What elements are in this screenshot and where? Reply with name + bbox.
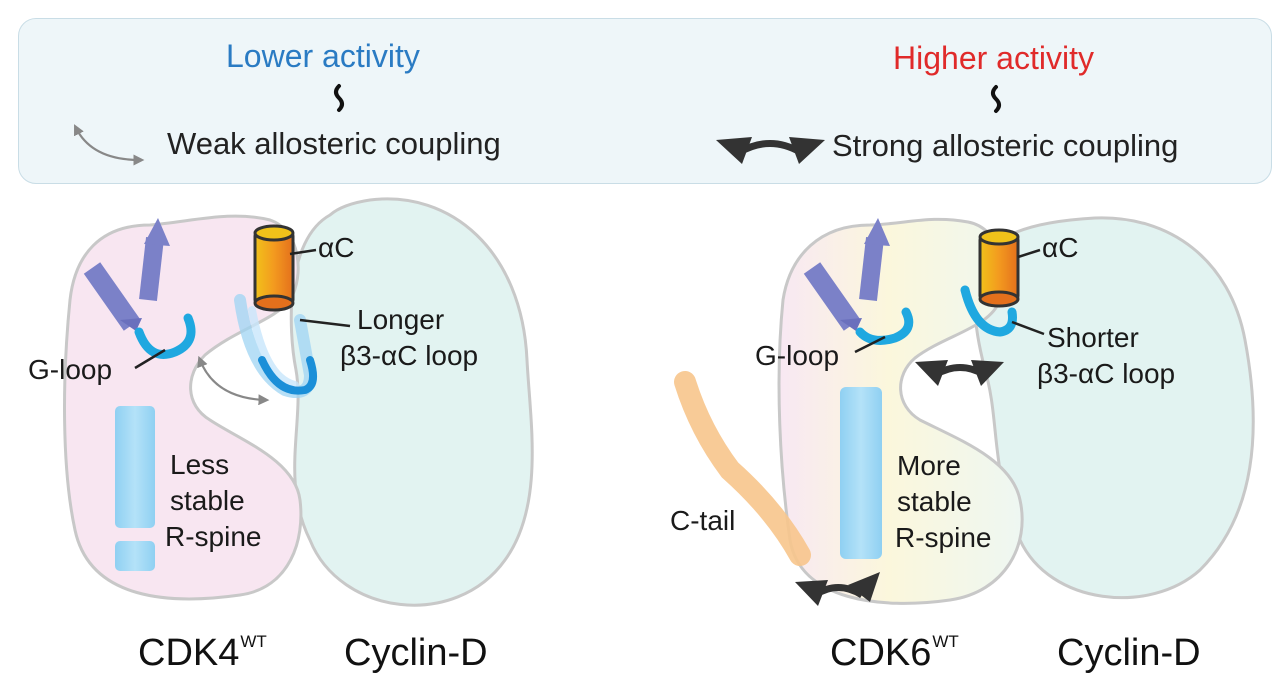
g-loop-strand-icon	[83, 262, 141, 331]
cyclin-d-label-left: Cyclin-D	[344, 632, 488, 674]
alpha-c-label-left: αC	[318, 232, 355, 263]
spine-label-left-1: Less	[170, 449, 230, 480]
spine-label-left-3: R-spine	[165, 521, 262, 552]
r-spine-block-left	[115, 541, 155, 571]
loop-label-right: β3-αC loop	[1037, 358, 1176, 389]
g-loop-label-right: G-loop	[755, 340, 840, 371]
g-loop-arc-icon	[134, 313, 196, 359]
alpha-c-helix-icon	[253, 224, 295, 312]
spine-label-right-1: More	[897, 450, 961, 481]
r-spine-bar-left	[115, 406, 155, 528]
spine-label-right-3: R-spine	[895, 522, 992, 553]
strong-coupling-arrow-lower-icon	[795, 572, 880, 606]
weak-coupling-label: Weak allosteric coupling	[167, 126, 501, 161]
spine-label-left-2: stable	[170, 485, 245, 516]
g-loop-label-left: G-loop	[28, 354, 113, 385]
strong-coupling-arrow-upper-icon	[915, 360, 1004, 386]
r-spine-bar-right	[840, 387, 882, 559]
strong-coupling-arrow-icon	[716, 137, 825, 164]
legend-box	[18, 18, 1272, 184]
c-tail-shape	[674, 371, 811, 566]
tilde-left-icon	[334, 84, 344, 112]
alpha-c-label-right: αC	[1042, 232, 1079, 263]
tilde-right-icon	[991, 85, 1001, 113]
beta3-alphac-loop-short-icon	[960, 285, 1017, 337]
cdk4-label: CDK4WT	[138, 632, 267, 674]
longer-label: Longer	[357, 304, 445, 335]
strong-coupling-label: Strong allosteric coupling	[832, 128, 1179, 163]
shorter-label: Shorter	[1047, 322, 1139, 353]
higher-activity-title: Higher activity	[893, 40, 1094, 76]
spine-label-right-2: stable	[897, 486, 972, 517]
lower-activity-title: Lower activity	[226, 38, 420, 74]
c-tail-label: C-tail	[670, 505, 736, 536]
loop-label-left: β3-αC loop	[340, 340, 479, 371]
cdk6-label: CDK6WT	[830, 632, 959, 674]
cyclin-d-left-shape	[289, 197, 534, 607]
cyclin-d-label-right: Cyclin-D	[1057, 632, 1201, 674]
weak-coupling-arrow-icon	[74, 124, 145, 166]
alpha-c-helix-right-icon	[978, 228, 1020, 308]
